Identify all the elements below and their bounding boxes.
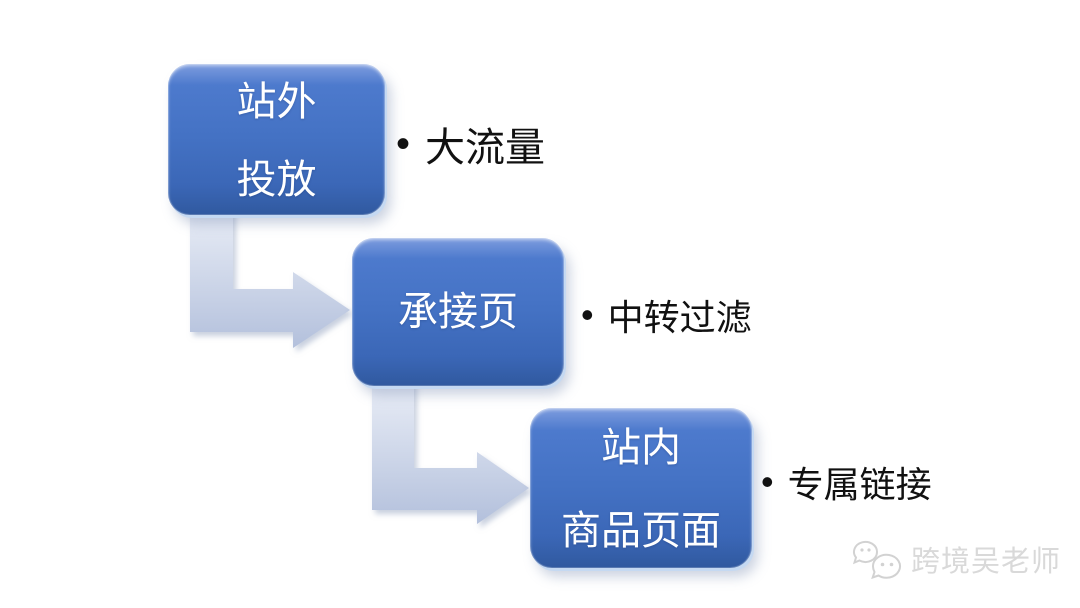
node-landing-page: 承接页: [352, 238, 564, 386]
annotation-exclusive-link: • 专属链接: [761, 458, 932, 506]
annotation-label: 中转过滤: [607, 297, 752, 338]
node-offsite-placement: 站外 投放: [168, 64, 385, 215]
annotation-label: 专属链接: [787, 464, 932, 505]
bullet-dot: •: [396, 122, 411, 166]
annotation-transit-filter: • 中转过滤: [581, 291, 752, 339]
node-label-line: 商品页面: [561, 509, 721, 553]
annotation-label: 大流量: [425, 126, 546, 170]
node-label-line: 站外: [236, 80, 317, 124]
elbow-arrow-1: [190, 206, 350, 348]
watermark-text: 跨境吴老师: [911, 546, 1062, 578]
node-label-line: 投放: [236, 158, 317, 202]
node-label-line: 站内: [601, 426, 681, 470]
node-label-line: 承接页: [398, 290, 518, 334]
watermark: 跨境吴老师: [852, 538, 1061, 580]
wechat-icon: [852, 540, 901, 579]
node-onsite-product-page: 站内 商品页面: [530, 408, 752, 568]
bullet-dot: •: [761, 461, 774, 502]
elbow-arrow-2: [372, 380, 529, 524]
annotation-big-traffic: • 大流量: [396, 120, 545, 170]
bullet-dot: •: [581, 294, 594, 335]
